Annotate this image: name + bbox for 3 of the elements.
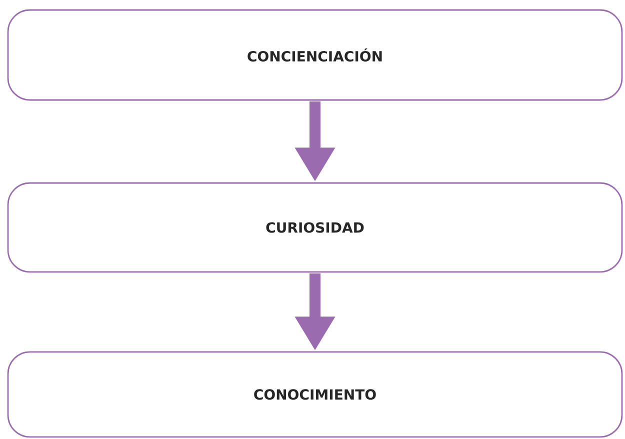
process-box: CURIOSIDAD: [7, 182, 623, 273]
process-box: CONOCIMIENTO: [7, 351, 623, 438]
process-box: CONCIENCIACIÓN: [7, 9, 623, 101]
